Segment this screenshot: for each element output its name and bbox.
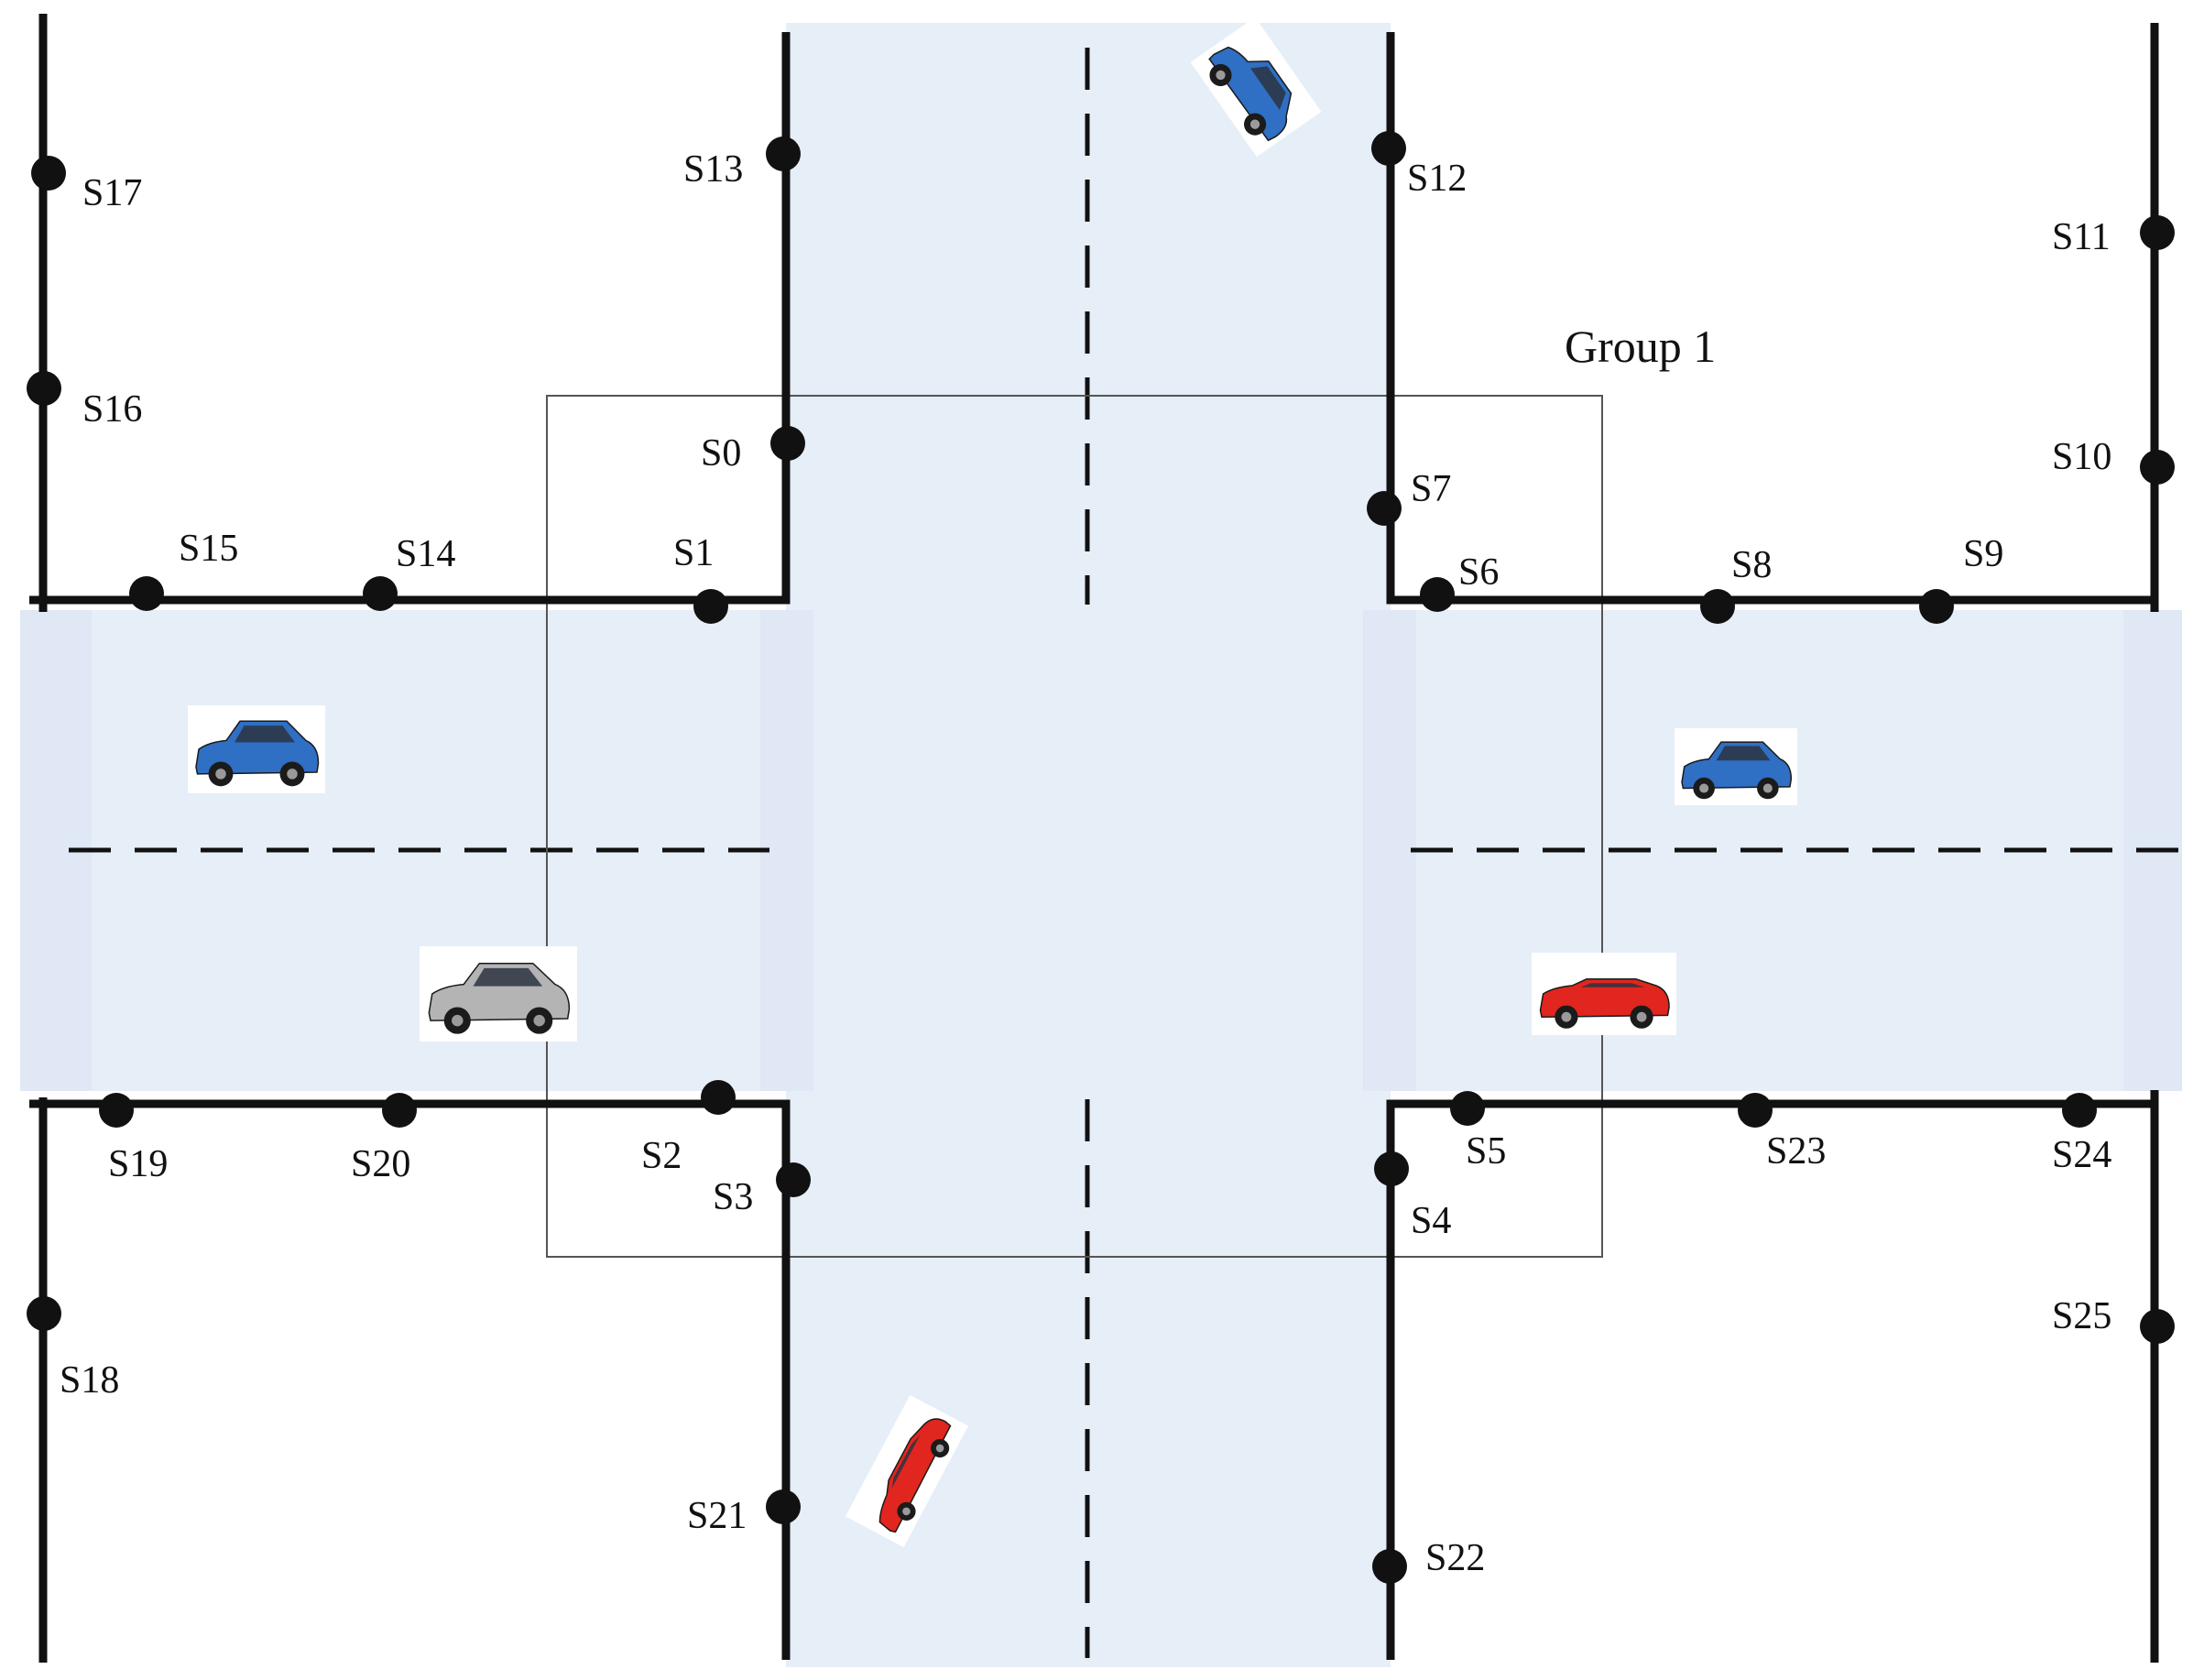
sensor-label: S4	[1411, 1200, 1451, 1242]
sensor-s1: S1	[673, 532, 728, 624]
sensor-label: S12	[1407, 158, 1467, 200]
sensor-s21: S21	[687, 1489, 801, 1537]
sensor-label: S14	[396, 533, 455, 575]
sensor-dot	[2062, 1093, 2097, 1128]
sensor-label: S23	[1766, 1130, 1826, 1173]
sensor-label: S5	[1466, 1130, 1506, 1173]
sensor-s11: S11	[2052, 215, 2175, 258]
sensor-label: S20	[351, 1143, 410, 1185]
silver-suv-icon	[420, 946, 577, 1042]
curb-north-east	[1386, 32, 2153, 605]
sensor-s16: S16	[27, 371, 142, 431]
sensor-label: S17	[82, 172, 142, 214]
curb-north-west	[29, 32, 791, 605]
blue-car-icon	[1190, 16, 1322, 158]
sensor-dot	[770, 426, 805, 461]
sensor-s8: S8	[1700, 544, 1772, 624]
sensor-label: S6	[1458, 551, 1499, 594]
sensor-s5: S5	[1450, 1091, 1506, 1173]
sensor-label: S7	[1411, 468, 1451, 510]
sensor-dot	[766, 1489, 801, 1524]
sensor-dot	[1450, 1091, 1485, 1126]
sensor-label: S0	[701, 432, 741, 475]
road-edge-inner-east	[1363, 610, 1416, 1091]
sensor-s4: S4	[1374, 1151, 1451, 1242]
sensor-label: S24	[2052, 1134, 2111, 1176]
sensor-s20: S20	[351, 1093, 417, 1185]
sensor-s22: S22	[1372, 1537, 1485, 1584]
sensor-label: S11	[2052, 216, 2111, 258]
sensor-dot	[2140, 215, 2175, 250]
sensor-label: S18	[60, 1359, 119, 1402]
sensor-label: S10	[2052, 436, 2111, 478]
sensor-dot	[766, 136, 801, 171]
sensor-label: S9	[1963, 533, 2003, 575]
sensor-label: S1	[673, 532, 714, 574]
lane-dividers	[69, 48, 2184, 1658]
sensor-s3: S3	[713, 1162, 811, 1218]
sensor-s18: S18	[27, 1296, 119, 1402]
sensor-s7: S7	[1367, 468, 1451, 526]
sensor-dot	[99, 1093, 134, 1128]
sensor-s0: S0	[701, 426, 805, 475]
sensor-label: S3	[713, 1176, 753, 1218]
sensor-s25: S25	[2052, 1295, 2175, 1344]
sensor-s12: S12	[1371, 131, 1467, 200]
sensor-dot	[701, 1080, 736, 1115]
sensor-label: S22	[1425, 1537, 1485, 1579]
red-sports-car-icon	[846, 1394, 968, 1548]
sensor-s2: S2	[641, 1080, 736, 1177]
sensor-dot	[129, 576, 164, 611]
vehicle-layer	[188, 16, 1797, 1548]
sensor-label: S21	[687, 1495, 747, 1537]
sensor-s17: S17	[31, 156, 142, 214]
sensor-dot	[2140, 450, 2175, 485]
group-1-boundary	[546, 395, 1603, 1258]
group-1-label: Group 1	[1565, 321, 1716, 372]
sensor-dot	[1738, 1093, 1773, 1128]
sensor-dot	[1371, 131, 1406, 166]
sensor-s19: S19	[99, 1093, 168, 1185]
sensor-s23: S23	[1738, 1093, 1826, 1173]
sensor-label: S25	[2052, 1295, 2111, 1337]
blue-car-icon	[1675, 728, 1797, 805]
sensor-dot	[27, 1296, 61, 1331]
road-surfaces	[20, 23, 2182, 1667]
blue-car-icon	[188, 705, 325, 793]
curb-south-east	[1386, 1099, 2153, 1660]
sensor-dot	[31, 156, 66, 191]
sensor-dot	[1367, 491, 1402, 526]
sensor-dot	[1700, 589, 1735, 624]
sensor-dot	[27, 371, 61, 406]
sensor-s14: S14	[363, 533, 455, 611]
sensor-dot	[1919, 589, 1954, 624]
sensor-s15: S15	[129, 528, 238, 611]
sensor-label: S19	[108, 1143, 168, 1185]
sensor-dot	[382, 1093, 417, 1128]
sensor-dot	[1374, 1151, 1409, 1186]
sensor-s13: S13	[683, 136, 801, 191]
sensor-dot	[1420, 577, 1455, 612]
walls	[29, 14, 2159, 1663]
sensor-s6: S6	[1420, 551, 1499, 612]
sensor-dot	[1372, 1549, 1407, 1584]
sensor-s24: S24	[2052, 1093, 2111, 1176]
sensor-label: S13	[683, 148, 743, 191]
sensor-dot	[776, 1162, 811, 1197]
sensor-label: S2	[641, 1135, 682, 1177]
sensor-label: S8	[1731, 544, 1772, 586]
sensor-s10: S10	[2052, 436, 2175, 485]
curb-south-west	[29, 1099, 791, 1660]
sensor-dot	[363, 576, 398, 611]
sensor-label: S15	[179, 528, 238, 570]
sensor-label: S16	[82, 388, 142, 431]
sensor-s9: S9	[1919, 533, 2003, 624]
sensor-dot	[693, 589, 728, 624]
red-sports-car-icon	[1532, 953, 1676, 1035]
sensor-dot	[2140, 1309, 2175, 1344]
